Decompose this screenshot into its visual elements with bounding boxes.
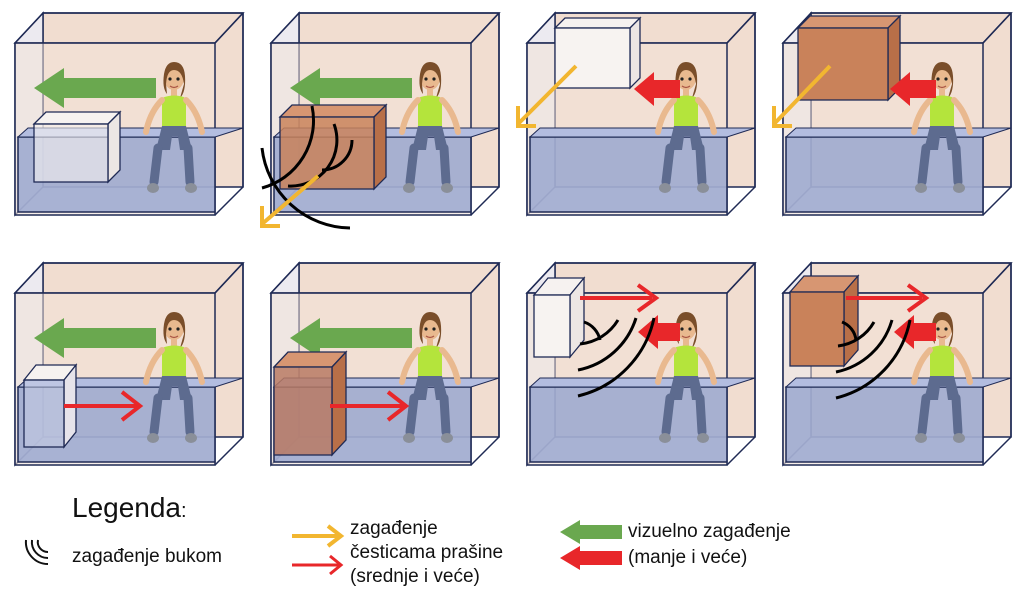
- legend-red-block-arrow-icon: [560, 546, 622, 570]
- panel-7-overlay: [532, 276, 680, 398]
- legend-visual-label: vizuelno zagađenje (manje i veće): [628, 521, 791, 568]
- yellow-arrow-icon: [772, 64, 832, 128]
- legend-noise-label: zagađenje bukom: [72, 546, 222, 567]
- noise-arcs-icon: [835, 319, 912, 400]
- legend-red-arrow-icon: [292, 554, 344, 576]
- red-arrow-icon: [580, 283, 660, 313]
- panel-8-overlay: [788, 274, 936, 400]
- red-arrow-icon: [846, 283, 930, 313]
- legend-green-arrow-icon: [560, 520, 622, 544]
- legend-dust-label: zagađenje česticama prašine (srednje i v…: [350, 518, 504, 587]
- panel-6-overlay: [272, 350, 408, 457]
- panel-2-overlay: [260, 104, 387, 230]
- panel-5-overlay: [22, 363, 142, 449]
- legend-yellow-arrow-icon: [292, 524, 345, 548]
- panel-3-overlay: [516, 17, 680, 128]
- yellow-arrow-icon: [516, 64, 578, 128]
- panel-4-overlay: [772, 15, 936, 128]
- noise-arcs-icon: [260, 105, 354, 230]
- noise-arcs-icon: [577, 317, 656, 398]
- legend-title: Legenda:: [72, 492, 187, 523]
- panel-1: [14, 12, 244, 216]
- yellow-arrow-icon: [260, 174, 320, 228]
- legend-noise-arcs-icon: [24, 539, 49, 566]
